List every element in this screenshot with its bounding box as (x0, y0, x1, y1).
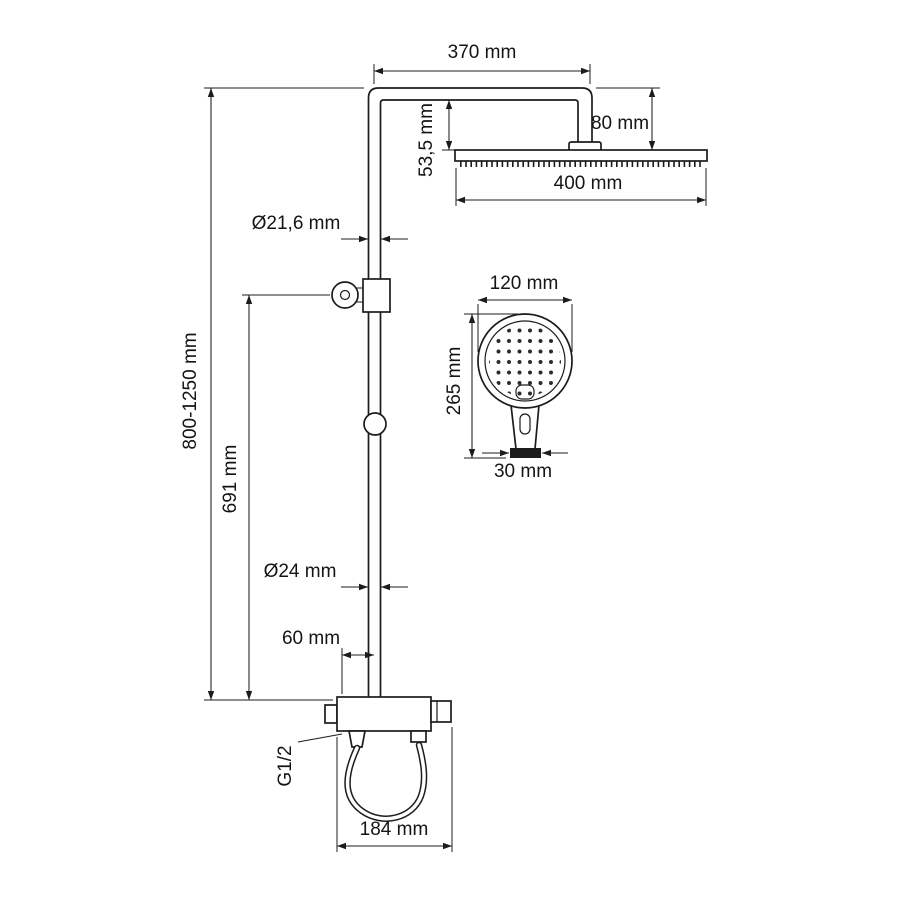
hose-fitting-left (347, 730, 367, 748)
thread-label-g12: G1/2 (275, 745, 296, 786)
shower-column (367, 87, 593, 698)
shower-hose (344, 741, 428, 822)
dim-label-80: 80 mm (591, 113, 649, 134)
dim-label-265: 265 mm (444, 347, 465, 416)
leader-line (297, 733, 343, 743)
handle-button (519, 413, 531, 435)
hand-shower-handle (510, 403, 540, 450)
dim-label-184: 184 mm (360, 819, 429, 840)
dimension-handshower-length: 265 mm (444, 313, 518, 459)
dimension-head-width: 400 mm (455, 168, 707, 206)
dimension-pipe-upper: Ø21,6 mm (252, 213, 408, 243)
shower-head-plate (454, 149, 708, 162)
hand-shower (477, 313, 573, 458)
dimension-handshower-cap: 30 mm (482, 449, 568, 482)
slider-knob (363, 412, 387, 436)
mixer-body (336, 696, 432, 732)
hand-shower-face-ring (484, 320, 566, 402)
dimension-mixer-width: 184 mm (336, 727, 453, 852)
dimension-pipe-lower: Ø24 mm (264, 561, 408, 591)
dimension-column-height: 800-1250 mm (180, 87, 364, 701)
bracket-flange-center (339, 289, 351, 301)
dim-label-400: 400 mm (554, 173, 623, 194)
handle-end-cap (510, 448, 541, 458)
hose-inner (345, 743, 426, 821)
dim-label-21-6: Ø21,6 mm (252, 213, 341, 234)
bracket-clamp (362, 278, 391, 313)
bracket-wall-flange (331, 281, 359, 309)
mixer-wall-stub (324, 704, 338, 724)
dim-label-691: 691 mm (220, 445, 241, 514)
hose-fitting-right (410, 730, 427, 743)
arm-inner-line (379, 99, 579, 698)
dim-label-120: 120 mm (490, 273, 559, 294)
dim-label-30: 30 mm (494, 461, 552, 482)
thread-callout: G1/2 (275, 733, 343, 787)
mixer (324, 696, 452, 748)
dim-label-24: Ø24 mm (264, 561, 337, 582)
hand-shower-spray-dots (489, 325, 561, 397)
dimension-head-drop: 80 mm (591, 87, 660, 150)
spray-mode-button (515, 384, 535, 400)
dim-label-53-5: 53,5 mm (416, 103, 437, 177)
overhead-shower (454, 141, 708, 167)
dimension-arm-length: 370 mm (373, 42, 591, 84)
dim-label-60: 60 mm (282, 628, 340, 649)
arm-outer-line (367, 87, 593, 698)
dimension-handshower-diameter: 120 mm (477, 273, 573, 352)
dimension-arm-offset: 53,5 mm (416, 100, 455, 177)
dim-label-370: 370 mm (448, 42, 517, 63)
wall-bracket (331, 278, 391, 313)
mixer-handle (430, 700, 452, 723)
dimension-mixer-offset: 60 mm (282, 628, 374, 694)
dim-label-800-1250: 800-1250 mm (180, 332, 201, 449)
dimension-bracket-height: 691 mm (220, 294, 330, 700)
